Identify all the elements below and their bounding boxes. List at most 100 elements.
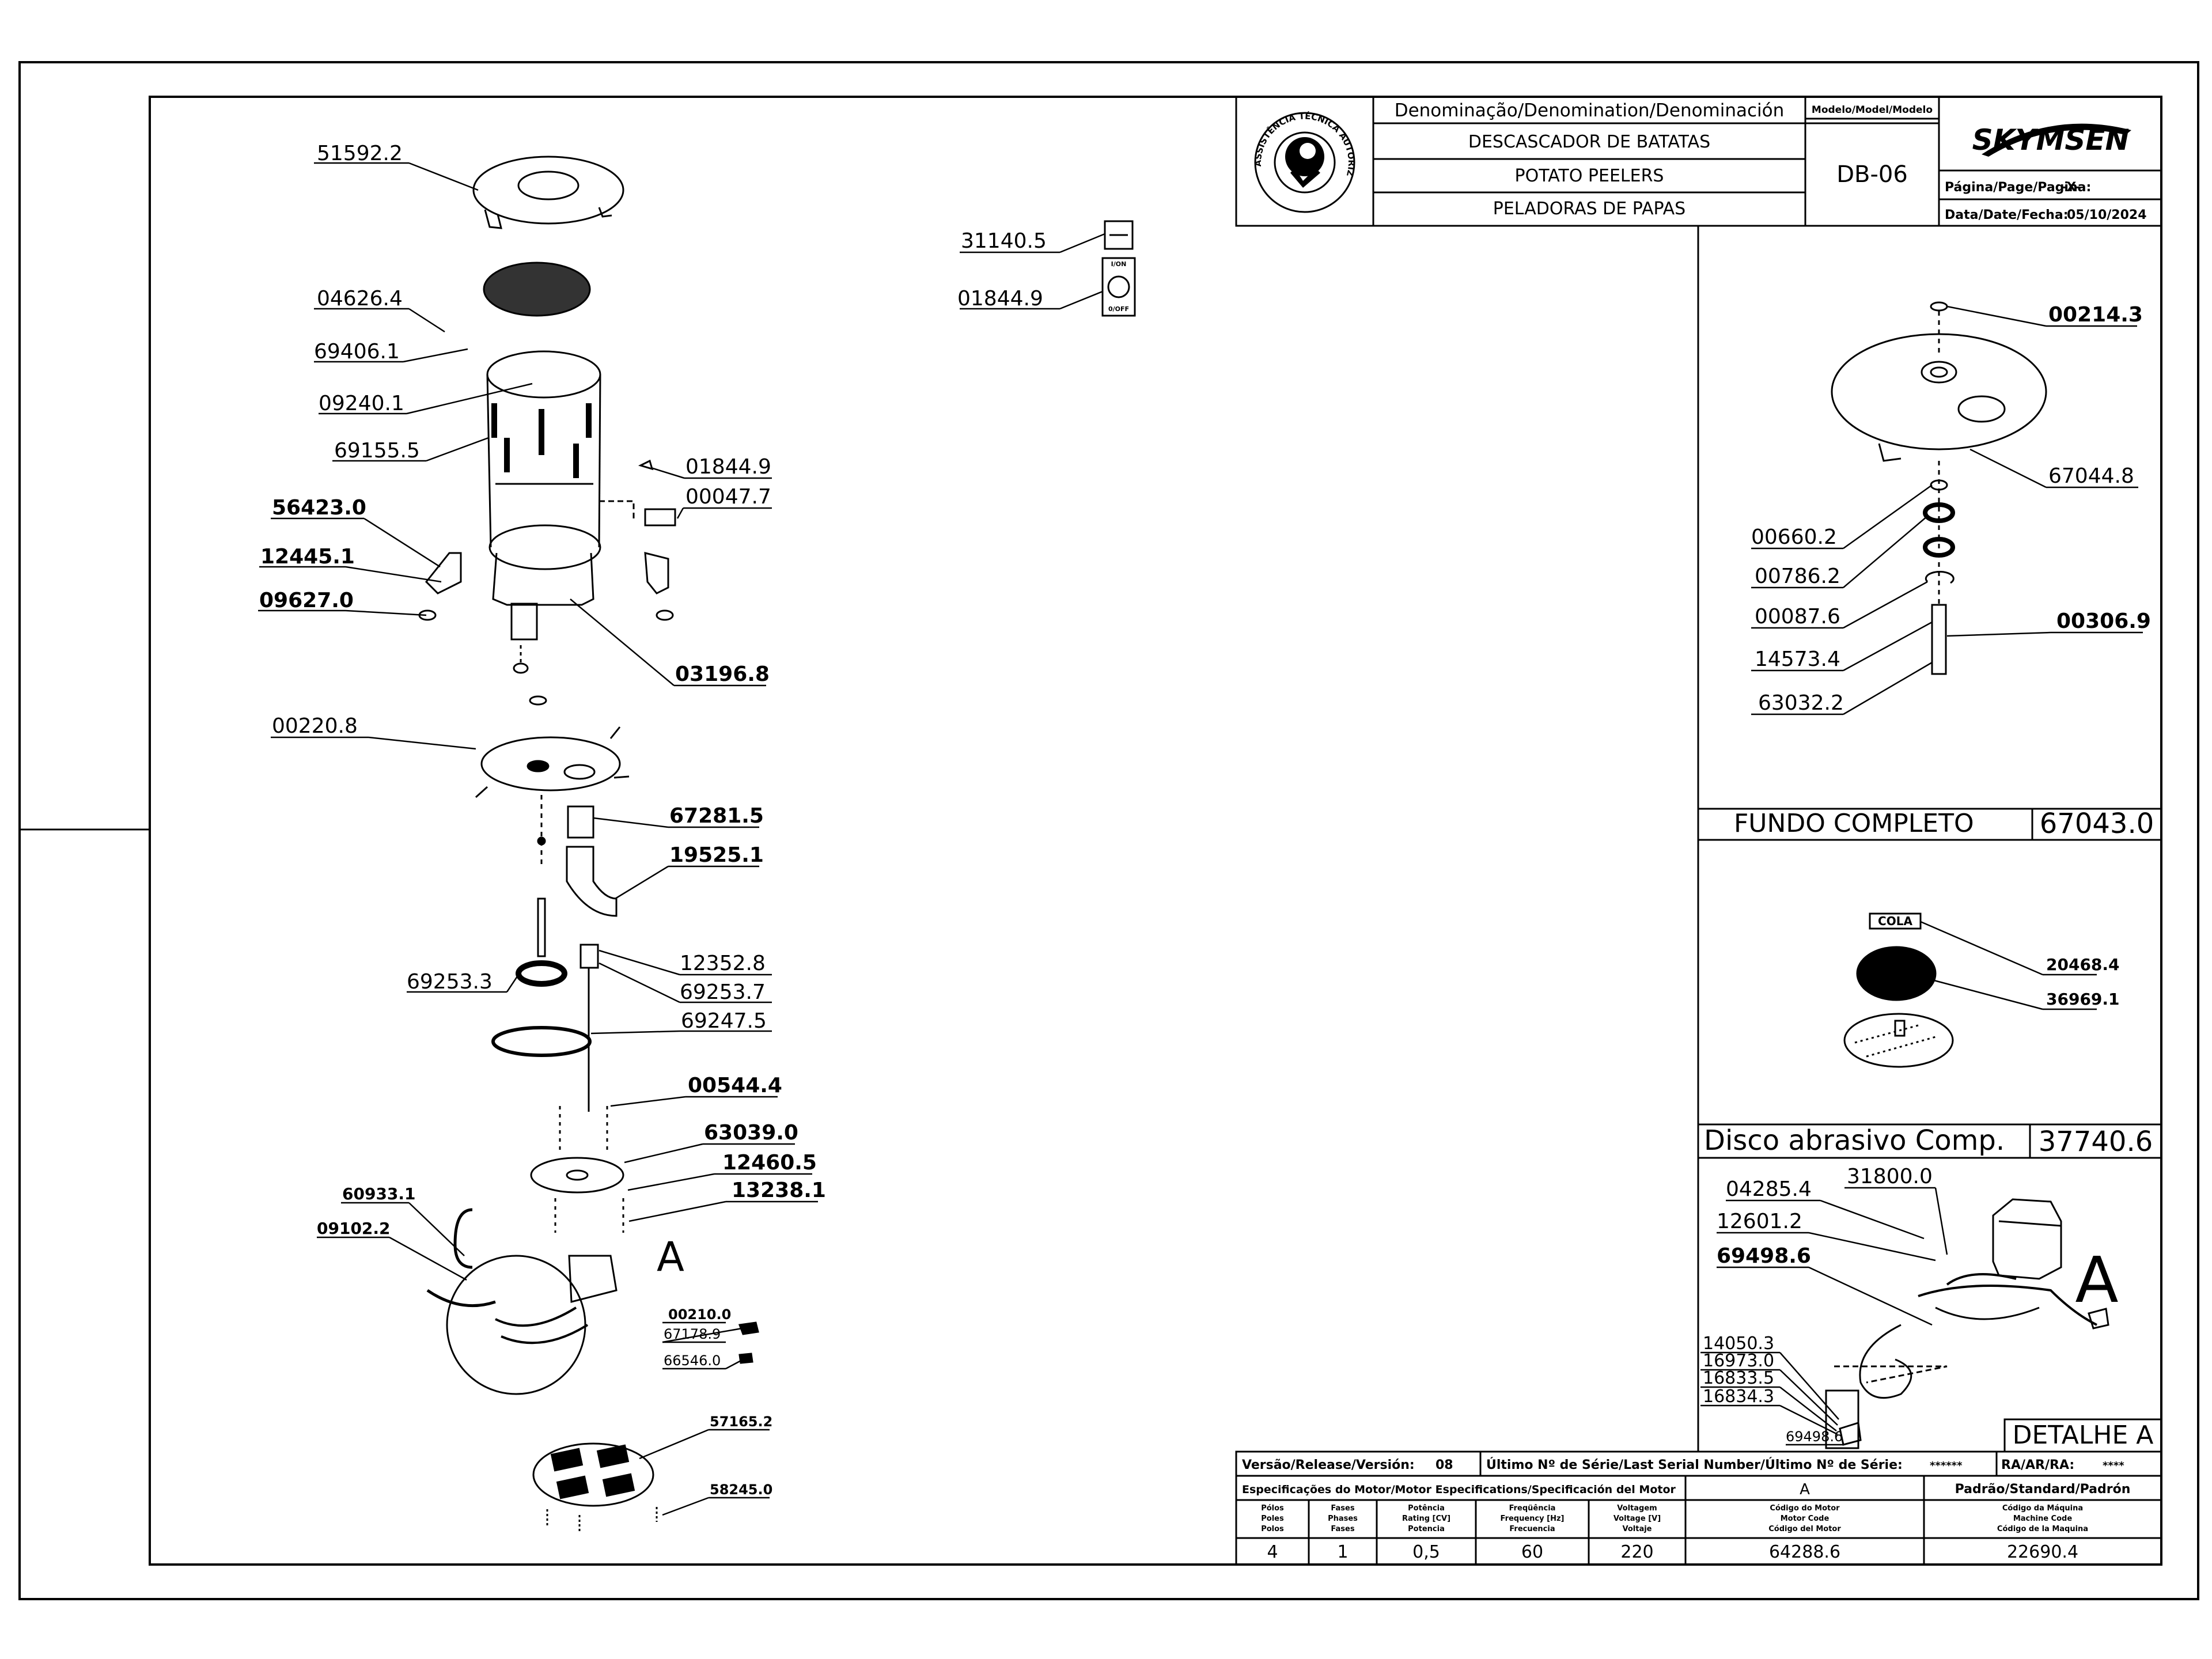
disco-code: 37740.6: [2039, 1126, 2153, 1158]
part-label: 00786.2: [1755, 565, 1840, 588]
fundo-geometry: [1831, 301, 2047, 675]
cola-label: COLA: [1878, 914, 1912, 928]
part-label: 00306.9: [2056, 609, 2151, 633]
authorized-service-seal: ASSISTÊNCIA TÉCNICA AUTORIZADA: [0, 0, 1357, 213]
value-voltage: 220: [1620, 1542, 1653, 1562]
part-label: 12445.1: [260, 545, 355, 569]
value-motor-code: 64288.6: [1769, 1542, 1840, 1562]
ra-value: ****: [2103, 1460, 2124, 1472]
part-label: 00210.0: [668, 1306, 731, 1323]
ra-label: RA/AR/RA:: [2001, 1458, 2074, 1472]
part-label: 31140.5: [961, 229, 1047, 253]
header-phases-1: Fases: [1331, 1504, 1354, 1513]
main-exploded-geometry: [418, 156, 1136, 1532]
part-label: 63032.2: [1758, 691, 1844, 715]
fundo-labels: 00214.3 67044.8 00660.2 00786.2 00087.6 …: [1751, 303, 2151, 715]
switch-off-label: 0/OFF: [1108, 305, 1129, 313]
part-label: 19525.1: [669, 843, 764, 867]
header-rating-1: Potência: [1408, 1504, 1445, 1513]
part-label: 04285.4: [1726, 1177, 1812, 1201]
fundo-code: 67043.0: [2040, 808, 2154, 840]
header-freq-3: Frecuencia: [1509, 1525, 1555, 1533]
disco-title: Disco abrasivo Comp.: [1704, 1124, 2005, 1157]
value-phases: 1: [1337, 1542, 1348, 1562]
date-label: Data/Date/Fecha:: [1945, 208, 2069, 222]
part-label: 69498.6: [1717, 1244, 1811, 1268]
part-label: 69406.1: [314, 340, 400, 363]
name-es: PELADORAS DE PAPAS: [1493, 199, 1685, 219]
detalhe-geometry: [1825, 1198, 2109, 1449]
part-label: 69247.5: [681, 1009, 767, 1033]
part-label: 14050.3: [1703, 1334, 1774, 1354]
part-label: 09240.1: [319, 392, 404, 415]
part-label: 66546.0: [664, 1353, 721, 1369]
part-label: 67044.8: [2048, 464, 2134, 488]
header-motor-code-1: Código do Motor: [1770, 1504, 1840, 1513]
header-poles-2: Poles: [1261, 1514, 1284, 1523]
skymsen-logo: SKYMSEN: [1972, 123, 2131, 157]
page-label: Página/Page/Pagina:: [1945, 180, 2091, 195]
header-rating-2: Rating [CV]: [1402, 1514, 1450, 1523]
part-label: 00047.7: [685, 485, 771, 509]
value-machine-code: 22690.4: [2007, 1542, 2078, 1562]
header-voltage-1: Voltagem: [1617, 1504, 1657, 1513]
title-block: ASSISTÊNCIA TÉCNICA AUTORIZADA Denominaç…: [0, 0, 2162, 227]
header-machine-code-2: Machine Code: [2013, 1514, 2073, 1523]
part-label: 12352.8: [680, 952, 766, 975]
header-machine-code-3: Código de la Maquina: [1997, 1525, 2088, 1533]
denomination-header: Denominação/Denomination/Denominación: [1395, 100, 1785, 121]
header-motor-code-3: Código del Motor: [1768, 1525, 1841, 1533]
motor-spec-label: Especificações do Motor/Motor Especifica…: [1242, 1483, 1676, 1496]
detalhe-labels: 04285.4 31800.0 12601.2 69498.6 14050.3 …: [1703, 1165, 1933, 1445]
part-label: 60933.1: [342, 1184, 416, 1203]
part-label: 58245.0: [710, 1482, 772, 1498]
value-rating: 0,5: [1412, 1542, 1440, 1562]
part-label: 09627.0: [259, 589, 354, 612]
part-label: 16973.0: [1703, 1351, 1774, 1371]
serial-value: ******: [1930, 1460, 1963, 1472]
disco-leaders: [1920, 921, 2097, 1010]
switch-on-label: I/ON: [1111, 260, 1127, 268]
part-label: 12460.5: [722, 1151, 817, 1175]
header-voltage-3: Voltaje: [1623, 1525, 1652, 1533]
part-label: 69498.6: [1786, 1429, 1843, 1445]
part-label: 16834.3: [1703, 1387, 1774, 1407]
part-label: 36969.1: [2046, 990, 2120, 1009]
part-label: 20468.4: [2046, 955, 2120, 974]
version-label: Versão/Release/Versión:: [1242, 1458, 1415, 1472]
value-frequency: 60: [1521, 1542, 1543, 1562]
header-poles-1: Pólos: [1261, 1504, 1284, 1513]
serial-label: Último Nº de Série/Last Serial Number/Úl…: [1486, 1457, 1903, 1472]
part-label: 09102.2: [317, 1219, 391, 1238]
detalhe-letter: A: [2075, 1243, 2118, 1317]
part-label: 03196.8: [675, 662, 770, 686]
header-voltage-2: Voltage [V]: [1613, 1514, 1661, 1523]
main-leaders: [258, 162, 1105, 1516]
footer-table-grid: [1235, 1450, 2162, 1566]
part-label: 00544.4: [688, 1074, 782, 1097]
part-label: 04626.4: [317, 287, 403, 310]
value-poles: 4: [1267, 1542, 1278, 1562]
version-value: 08: [1435, 1458, 1453, 1472]
detail-callout-letter: A: [657, 1233, 684, 1281]
header-freq-1: Freqüência: [1509, 1504, 1556, 1513]
part-label: 67178.9: [664, 1326, 721, 1342]
detalhe-leaders: [1700, 1187, 1948, 1446]
header-phases-3: Fases: [1331, 1525, 1354, 1533]
detalhe-title: DETALHE A: [2013, 1421, 2154, 1450]
disco-geometry: [1843, 912, 1954, 1068]
part-label: 00660.2: [1751, 525, 1837, 549]
part-label: 57165.2: [710, 1414, 772, 1430]
main-part-labels: 51592.2 04626.4 69406.1 09240.1 69155.5 …: [259, 142, 1047, 1498]
part-label: 16833.5: [1703, 1368, 1774, 1388]
part-label: 69253.3: [407, 970, 493, 994]
header-phases-2: Phases: [1328, 1514, 1358, 1523]
part-label: 01844.9: [957, 287, 1043, 310]
header-motor-code-2: Motor Code: [1781, 1514, 1830, 1523]
brand-name: SKYMSEN: [1972, 123, 2130, 157]
part-label: 13238.1: [732, 1179, 826, 1202]
name-en: POTATO PEELERS: [1515, 166, 1664, 186]
header-rating-3: Potencia: [1408, 1525, 1445, 1533]
svg-text:ASSISTÊNCIA TÉCNICA AUTORIZADA: ASSISTÊNCIA TÉCNICA AUTORIZADA: [0, 0, 1357, 177]
